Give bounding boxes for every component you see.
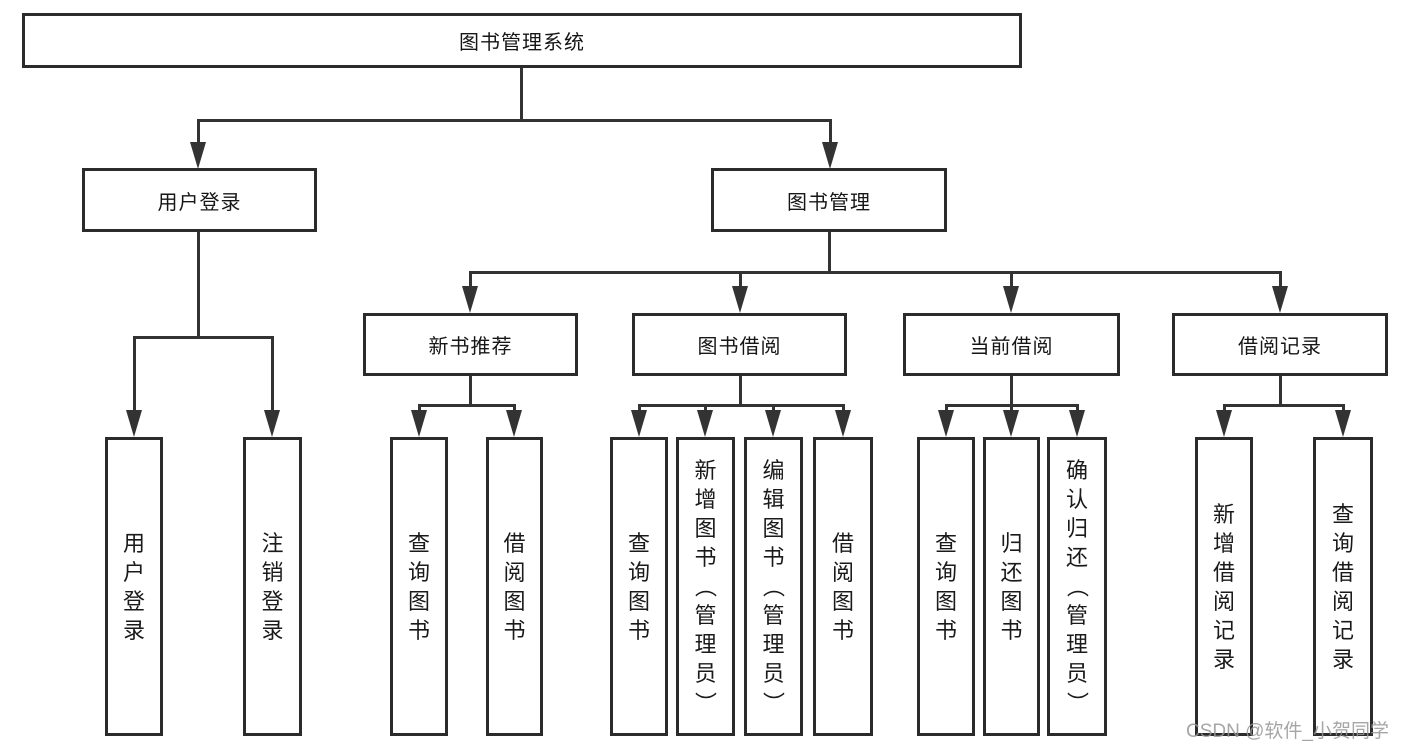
arrowhead-g1-leaf-1 bbox=[126, 410, 142, 437]
leaf-query-books-current-label: 查询图书 bbox=[934, 530, 957, 643]
arrowhead-g2-leaf-1 bbox=[411, 410, 427, 437]
leaf-add-borrow-record: 新增借阅记录 bbox=[1195, 437, 1253, 736]
connector-g5-parent-stem bbox=[1279, 376, 1282, 407]
connector-g3-drop-2 bbox=[704, 404, 707, 412]
connector-l3-parent-stem bbox=[828, 232, 831, 273]
connector-g4-parent-stem bbox=[1010, 376, 1013, 407]
leaf-confirm-return-admin-label: 确认归还（管理员） bbox=[1064, 458, 1090, 714]
leaf-edit-books-admin: 编辑图书（管理员） bbox=[744, 437, 803, 736]
connector-l3-drop-2 bbox=[739, 271, 742, 288]
arrowhead-g5-leaf-2 bbox=[1335, 410, 1351, 437]
node-new-book-recommend: 新书推荐 bbox=[363, 313, 578, 376]
leaf-borrow-books-recommend-label: 借阅图书 bbox=[503, 530, 526, 643]
connector-g1-parent-stem bbox=[197, 232, 200, 338]
node-borrow-records-label: 借阅记录 bbox=[1238, 336, 1322, 358]
arrowhead-g2-leaf-2 bbox=[506, 410, 522, 437]
arrowhead-g3-leaf-4 bbox=[835, 410, 851, 437]
connector-g3-hline bbox=[638, 404, 845, 407]
arrowhead-g4-leaf-3 bbox=[1069, 410, 1085, 437]
connector-g4-drop-3 bbox=[1076, 404, 1079, 412]
connector-root-stem bbox=[520, 68, 523, 121]
arrowhead-g3-leaf-1 bbox=[631, 410, 647, 437]
connector-g1-drop-1 bbox=[133, 336, 136, 412]
node-book-management: 图书管理 bbox=[711, 168, 947, 232]
leaf-add-books-admin-label: 新增图书（管理员） bbox=[692, 458, 718, 714]
connector-g2-drop-1 bbox=[418, 404, 421, 412]
connector-g4-drop-2 bbox=[1010, 404, 1013, 412]
leaf-edit-books-admin-label: 编辑图书（管理员） bbox=[760, 458, 786, 714]
node-book-borrow-label: 图书借阅 bbox=[697, 336, 782, 358]
leaf-query-books-recommend-label: 查询图书 bbox=[407, 530, 430, 643]
leaf-query-books-borrow: 查询图书 bbox=[610, 437, 668, 736]
arrowhead-g4-leaf-1 bbox=[938, 410, 954, 437]
leaf-query-books-borrow-label: 查询图书 bbox=[627, 530, 650, 643]
leaf-query-books-current: 查询图书 bbox=[917, 437, 975, 736]
node-borrow-records: 借阅记录 bbox=[1172, 313, 1388, 376]
csdn-watermark: CSDN @软件_小贺同学 bbox=[1186, 721, 1389, 742]
node-new-book-recommend-label: 新书推荐 bbox=[428, 336, 513, 358]
connector-book-mgmt-stem bbox=[829, 119, 832, 143]
leaf-confirm-return-admin: 确认归还（管理员） bbox=[1047, 437, 1107, 736]
node-current-borrow-label: 当前借阅 bbox=[969, 336, 1054, 358]
connector-l3-drop-3 bbox=[1010, 271, 1013, 288]
connector-g3-parent-stem bbox=[739, 376, 742, 407]
arrowhead-book-borrow bbox=[732, 286, 748, 313]
arrowhead-user-login bbox=[190, 142, 206, 169]
node-current-borrow: 当前借阅 bbox=[903, 313, 1120, 376]
connector-g3-drop-1 bbox=[638, 404, 641, 412]
connector-l3-hline bbox=[469, 271, 1282, 274]
leaf-user-login-label: 用户登录 bbox=[122, 530, 145, 643]
arrowhead-g3-leaf-3 bbox=[765, 410, 781, 437]
leaf-borrow-books-recommend: 借阅图书 bbox=[486, 437, 543, 736]
leaf-logout: 注销登录 bbox=[243, 437, 302, 736]
leaf-query-borrow-record: 查询借阅记录 bbox=[1313, 437, 1373, 736]
leaf-query-books-recommend: 查询图书 bbox=[390, 437, 448, 736]
leaf-borrow-books: 借阅图书 bbox=[813, 437, 873, 736]
node-book-management-label: 图书管理 bbox=[787, 191, 871, 214]
leaf-add-books-admin: 新增图书（管理员） bbox=[676, 437, 735, 736]
arrowhead-borrow-records bbox=[1272, 286, 1288, 313]
node-root-library-system: 图书管理系统 bbox=[22, 13, 1022, 68]
connector-level2-hline bbox=[197, 119, 831, 122]
connector-g2-drop-2 bbox=[513, 404, 516, 412]
connector-g5-hline bbox=[1223, 404, 1345, 407]
connector-g4-drop-1 bbox=[945, 404, 948, 412]
arrowhead-new-book bbox=[462, 286, 478, 313]
connector-user-login-stem bbox=[197, 119, 200, 143]
leaf-add-borrow-record-label: 新增借阅记录 bbox=[1212, 501, 1235, 672]
connector-l3-drop-4 bbox=[1279, 271, 1282, 288]
connector-g2-parent-stem bbox=[469, 376, 472, 407]
arrowhead-current-borrow bbox=[1003, 286, 1019, 313]
node-book-borrow: 图书借阅 bbox=[632, 313, 847, 376]
arrowhead-g3-leaf-2 bbox=[697, 410, 713, 437]
connector-g5-drop-1 bbox=[1223, 404, 1226, 412]
arrowhead-g4-leaf-2 bbox=[1003, 410, 1019, 437]
leaf-return-books-label: 归还图书 bbox=[1000, 530, 1023, 643]
arrowhead-g5-leaf-1 bbox=[1216, 410, 1232, 437]
arrowhead-g1-leaf-2 bbox=[264, 410, 280, 437]
connector-g1-hline bbox=[133, 336, 274, 339]
leaf-logout-label: 注销登录 bbox=[261, 530, 284, 643]
node-user-login: 用户登录 bbox=[82, 168, 317, 232]
leaf-borrow-books-label: 借阅图书 bbox=[831, 530, 854, 643]
node-user-login-label: 用户登录 bbox=[157, 191, 242, 214]
connector-g3-drop-4 bbox=[842, 404, 845, 412]
connector-g2-hline bbox=[418, 404, 516, 407]
leaf-user-login: 用户登录 bbox=[105, 437, 163, 736]
connector-g1-drop-2 bbox=[271, 336, 274, 412]
node-root-label: 图书管理系统 bbox=[459, 32, 585, 54]
leaf-return-books: 归还图书 bbox=[983, 437, 1040, 736]
connector-g3-drop-3 bbox=[772, 404, 775, 412]
connector-g5-drop-2 bbox=[1342, 404, 1345, 412]
arrowhead-book-mgmt bbox=[822, 142, 838, 169]
connector-l3-drop-1 bbox=[469, 271, 472, 288]
leaf-query-borrow-record-label: 查询借阅记录 bbox=[1331, 501, 1354, 672]
